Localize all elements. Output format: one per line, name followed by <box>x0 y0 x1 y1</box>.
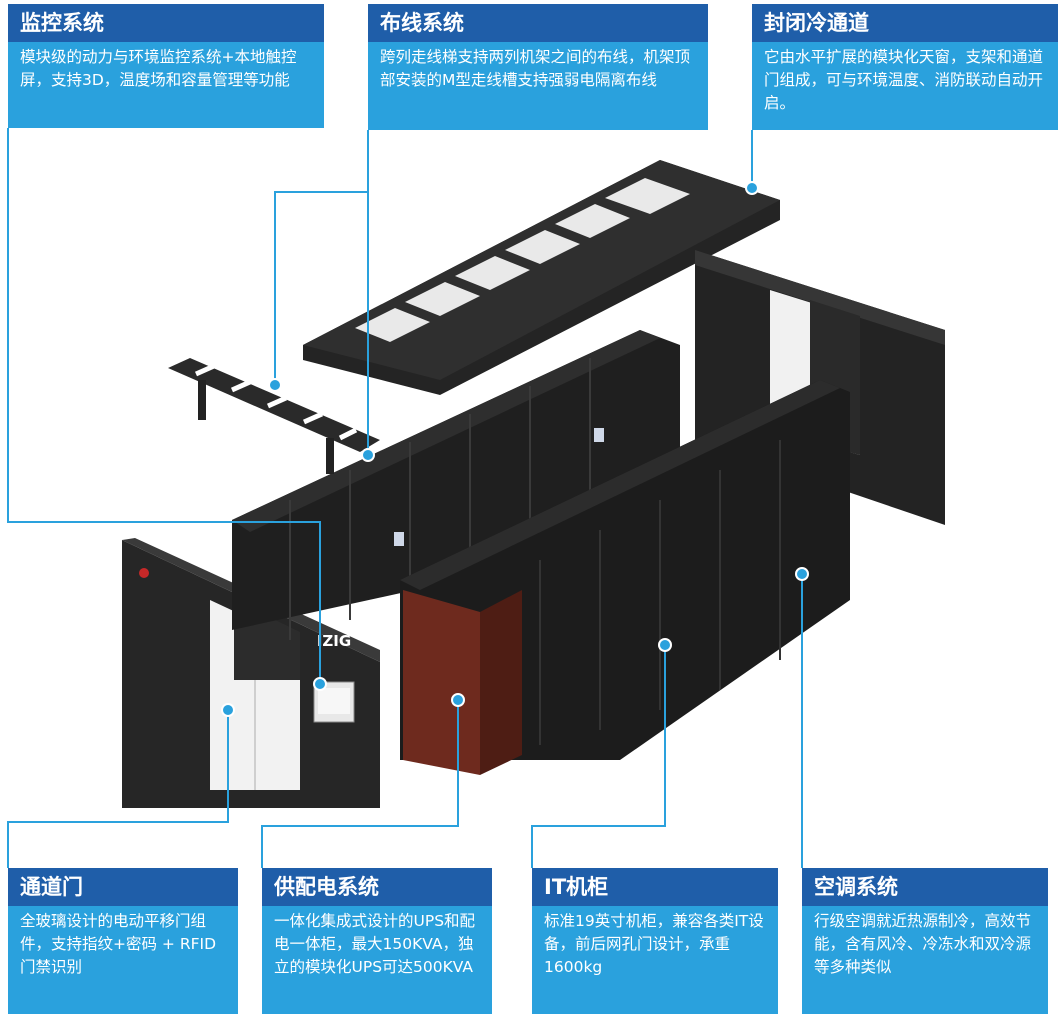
logo-text: IZIG <box>317 632 351 650</box>
card-power: 供配电系统 一体化集成式设计的UPS和配电一体柜，最大150KVA，独立的模块化… <box>262 868 492 1014</box>
card-cooling-text: 行级空调就近热源制冷，高效节能，含有风冷、冷冻水和双冷源等多种类似 <box>802 906 1048 1014</box>
card-cold-aisle-text: 它由水平扩展的模块化天窗，支架和通道门组成，可与环境温度、消防联动自动开启。 <box>752 42 1058 130</box>
card-power-text: 一体化集成式设计的UPS和配电一体柜，最大150KVA，独立的模块化UPS可达5… <box>262 906 492 1014</box>
card-power-title: 供配电系统 <box>262 868 492 906</box>
card-it-cabinet: IT机柜 标准19英寸机柜，兼容各类IT设备，前后网孔门设计，承重1600kg <box>532 868 778 1014</box>
card-cold-aisle: 封闭冷通道 它由水平扩展的模块化天窗，支架和通道门组成，可与环境温度、消防联动自… <box>752 4 1058 130</box>
card-aisle-door: 通道门 全玻璃设计的电动平移门组件，支持指纹+密码 + RFID门禁识别 <box>8 868 238 1014</box>
card-monitoring-text: 模块级的动力与环境监控系统+本地触控屏，支持3D，温度场和容量管理等功能 <box>8 42 324 128</box>
callout-lines <box>7 128 803 868</box>
card-cabling: 布线系统 跨列走线梯支持两列机架之间的布线，机架顶部安装的M型走线槽支持强弱电隔… <box>368 4 708 130</box>
front-cabinet-row <box>400 380 850 775</box>
callout-dots <box>221 181 809 717</box>
card-it-cabinet-title: IT机柜 <box>532 868 778 906</box>
card-cabling-text: 跨列走线梯支持两列机架之间的布线，机架顶部安装的M型走线槽支持强弱电隔离布线 <box>368 42 708 130</box>
card-it-cabinet-text: 标准19英寸机柜，兼容各类IT设备，前后网孔门设计，承重1600kg <box>532 906 778 1014</box>
card-monitoring-title: 监控系统 <box>8 4 324 42</box>
cable-ladder <box>168 358 380 474</box>
power-cabinet <box>403 590 480 775</box>
card-aisle-door-text: 全玻璃设计的电动平移门组件，支持指纹+密码 + RFID门禁识别 <box>8 906 238 1014</box>
card-aisle-door-title: 通道门 <box>8 868 238 906</box>
cold-aisle-roof <box>303 160 780 395</box>
card-cabling-title: 布线系统 <box>368 4 708 42</box>
back-cabinet-row <box>232 330 680 640</box>
card-cooling: 空调系统 行级空调就近热源制冷，高效节能，含有风冷、冷冻水和双冷源等多种类似 <box>802 868 1048 1014</box>
card-cooling-title: 空调系统 <box>802 868 1048 906</box>
card-cold-aisle-title: 封闭冷通道 <box>752 4 1058 42</box>
card-monitoring: 监控系统 模块级的动力与环境监控系统+本地触控屏，支持3D，温度场和容量管理等功… <box>8 4 324 128</box>
